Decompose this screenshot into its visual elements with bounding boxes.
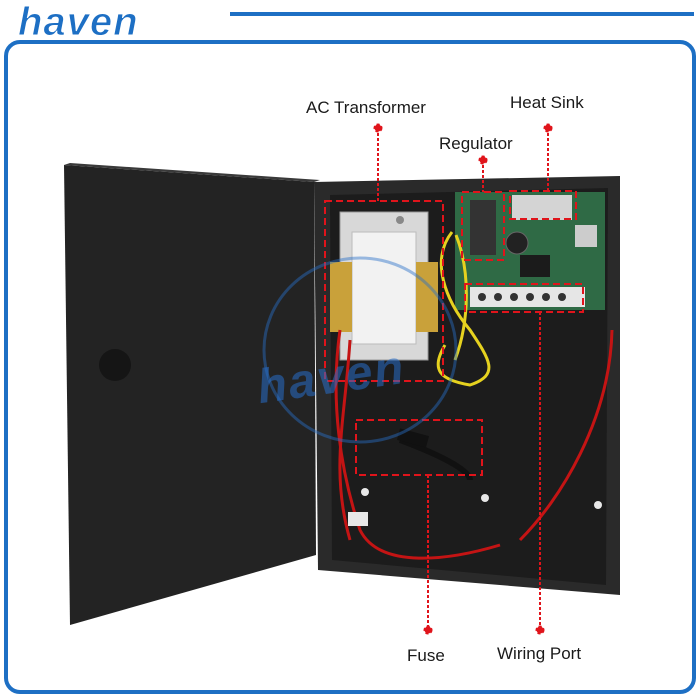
- label-regulator: Regulator: [439, 134, 513, 153]
- mounting-hole: [481, 494, 489, 502]
- enclosure-door: [64, 163, 320, 625]
- fuse-holder-part: [396, 428, 430, 448]
- label-ac-transformer: AC Transformer: [306, 98, 426, 117]
- ac-transformer-part: [330, 211, 438, 361]
- brand-logo: haven: [18, 0, 139, 45]
- door-lock-hole: [99, 349, 131, 381]
- fuse-box: [355, 419, 483, 476]
- label-fuse: Fuse: [407, 646, 445, 665]
- watermark-ring: [262, 256, 458, 444]
- mounting-hole: [594, 501, 602, 509]
- callout-leaders: [373, 123, 553, 635]
- callout-boxes: [324, 190, 584, 476]
- wiring-port-box: [464, 283, 584, 313]
- mounting-hole: [361, 488, 369, 496]
- ac-transformer-box: [324, 200, 444, 382]
- frame-border: [4, 40, 696, 694]
- label-wiring-port: Wiring Port: [497, 644, 582, 663]
- pcb-board: [455, 192, 605, 310]
- heat-sink-box: [509, 190, 577, 220]
- label-heat-sink: Heat Sink: [510, 93, 584, 112]
- connector-plug: [348, 512, 368, 526]
